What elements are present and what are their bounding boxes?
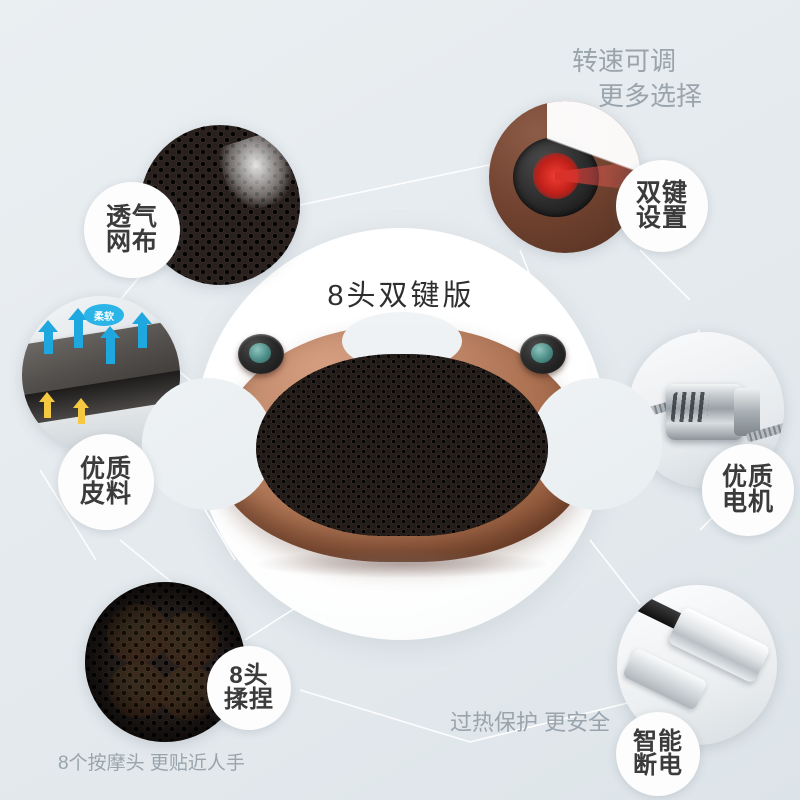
pillow-power-button-left[interactable] xyxy=(238,334,284,374)
badge-breathable-mesh[interactable]: 透气 网布 xyxy=(84,182,180,278)
caption-eight-heads-note: 8个按摩头 更贴近人手 xyxy=(58,753,245,774)
badge-line-2: 断电 xyxy=(633,752,683,779)
badge-line-1: 优质 xyxy=(79,454,132,483)
airflow-arrow-icon xyxy=(38,320,58,354)
mesh-texture-overlay xyxy=(256,354,548,536)
caption-line-1: 转速可调 xyxy=(572,46,677,76)
badge-eight-head-kneading[interactable]: 8头 揉捏 xyxy=(207,646,291,730)
badge-smart-power-off[interactable]: 智能 断电 xyxy=(616,712,700,796)
badge-line-2: 揉捏 xyxy=(224,686,274,713)
tag-soft: 柔软 xyxy=(84,304,124,326)
pillow-drop-shadow xyxy=(256,550,548,578)
motor-end-cap xyxy=(734,388,760,436)
badge-line-1: 智能 xyxy=(633,727,683,755)
badge-quality-motor[interactable]: 优质 电机 xyxy=(702,444,794,536)
yellow-arrow-icon xyxy=(73,398,89,424)
pillow-mesh-panel xyxy=(256,354,548,536)
caption-speed-adjustable: 转速可调 更多选择 xyxy=(572,44,702,114)
badge-line-1: 透气 xyxy=(105,202,158,231)
badge-line-2: 皮料 xyxy=(79,480,132,508)
pillow-power-button-right[interactable] xyxy=(520,334,566,374)
caption-overheat-note: 过热保护 更安全 xyxy=(450,710,611,735)
airflow-arrow-icon xyxy=(132,312,152,348)
yellow-arrow-icon xyxy=(39,392,55,418)
badge-quality-leather[interactable]: 优质 皮料 xyxy=(58,434,154,530)
mesh-texture-overlay xyxy=(85,582,245,742)
massage-pillow-product xyxy=(142,312,662,578)
badge-line-1: 双键 xyxy=(635,178,688,207)
badge-line-2: 设置 xyxy=(635,204,688,232)
airflow-arrow-icon xyxy=(100,326,120,364)
badge-line-2: 网布 xyxy=(105,228,158,256)
page-title: 8头双键版 xyxy=(327,280,475,312)
dual-button-knob-photo xyxy=(489,101,641,253)
pillow-waist-left xyxy=(142,378,274,510)
badge-line-2: 电机 xyxy=(721,488,774,516)
caption-line-2: 更多选择 xyxy=(598,81,703,112)
pillow-waist-right xyxy=(530,378,662,510)
badge-line-1: 8头 xyxy=(229,661,269,689)
badge-line-1: 优质 xyxy=(721,462,774,491)
motor-vents xyxy=(670,392,710,422)
badge-dual-button-setting[interactable]: 双键 设置 xyxy=(616,160,708,252)
airflow-arrow-icon xyxy=(68,308,88,348)
